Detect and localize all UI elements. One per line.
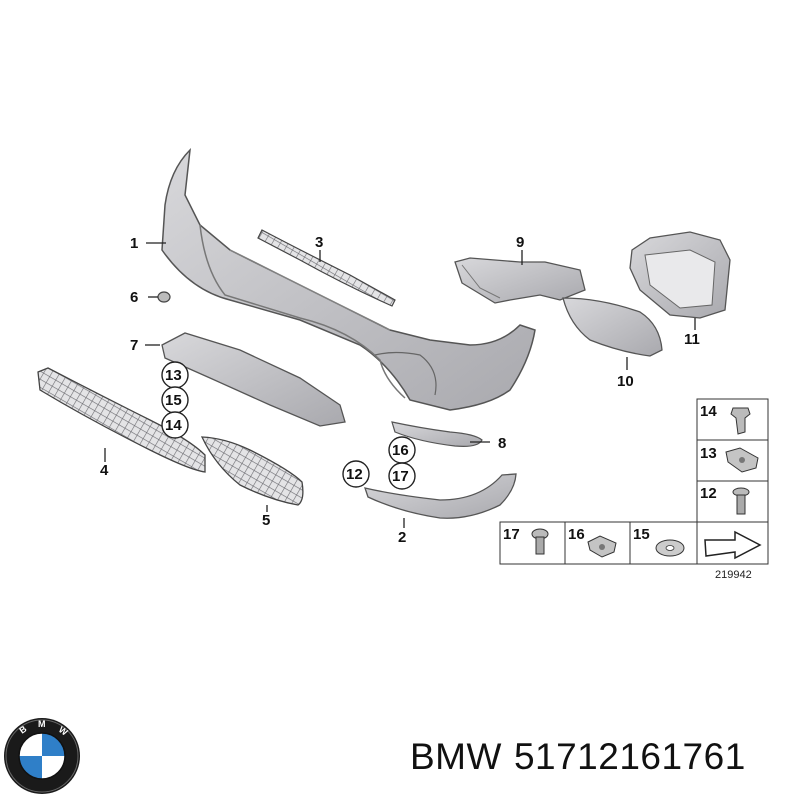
legend-14: 14 <box>700 403 717 420</box>
plug-part <box>157 291 171 303</box>
callout-5: 5 <box>262 512 270 529</box>
callout-10: 10 <box>617 373 634 390</box>
callout-2: 2 <box>398 529 406 546</box>
duct-housing-part <box>629 231 731 319</box>
callout-8: 8 <box>498 435 506 452</box>
circled-callout-12: 12 <box>346 466 363 483</box>
svg-text:M: M <box>38 719 46 729</box>
legend-15: 15 <box>633 526 650 543</box>
nut-clip-icon-16 <box>587 535 617 558</box>
circled-callout-13: 13 <box>165 367 182 384</box>
diagram-id: 219942 <box>715 569 752 581</box>
trim-strip-part <box>391 421 483 447</box>
legend-13: 13 <box>700 445 717 462</box>
circled-callout-17: 17 <box>392 468 409 485</box>
callout-9: 9 <box>516 234 524 251</box>
speed-nut-icon <box>725 447 759 473</box>
callout-11: 11 <box>684 331 700 348</box>
clip-icon <box>730 407 751 435</box>
bolt-icon-17 <box>531 528 549 555</box>
callout-3: 3 <box>315 234 323 251</box>
legend-17: 17 <box>503 526 520 543</box>
footer-caption: BMW 51712161761 <box>410 736 758 778</box>
brand-name: BMW <box>410 736 502 777</box>
upper-grille-part <box>257 229 396 307</box>
circled-callout-15: 15 <box>165 392 182 409</box>
callout-6: 6 <box>130 289 138 306</box>
part-number: 51712161761 <box>513 736 746 777</box>
circled-callouts <box>161 361 416 490</box>
side-grille-part <box>200 436 304 506</box>
air-duct-part <box>454 257 586 304</box>
circled-callout-16: 16 <box>392 442 409 459</box>
callout-4: 4 <box>100 462 109 479</box>
lower-cover-part <box>161 332 346 427</box>
callout-7: 7 <box>130 337 138 354</box>
washer-icon-15 <box>655 539 685 557</box>
bumper-cover-part <box>161 147 536 411</box>
leader-lines <box>104 242 696 528</box>
callout-1: 1 <box>130 235 138 252</box>
screw-icon-12 <box>732 487 750 515</box>
spoiler-lip-part <box>364 473 517 519</box>
air-guide-part <box>562 297 663 357</box>
legend-16: 16 <box>568 526 585 543</box>
legend-12: 12 <box>700 485 717 502</box>
svg-text:B: B <box>17 723 28 735</box>
bmw-logo: B M W <box>4 718 80 794</box>
direction-arrow-icon <box>704 530 762 560</box>
lower-grille-part <box>37 367 206 473</box>
circled-callout-14: 14 <box>165 417 182 434</box>
